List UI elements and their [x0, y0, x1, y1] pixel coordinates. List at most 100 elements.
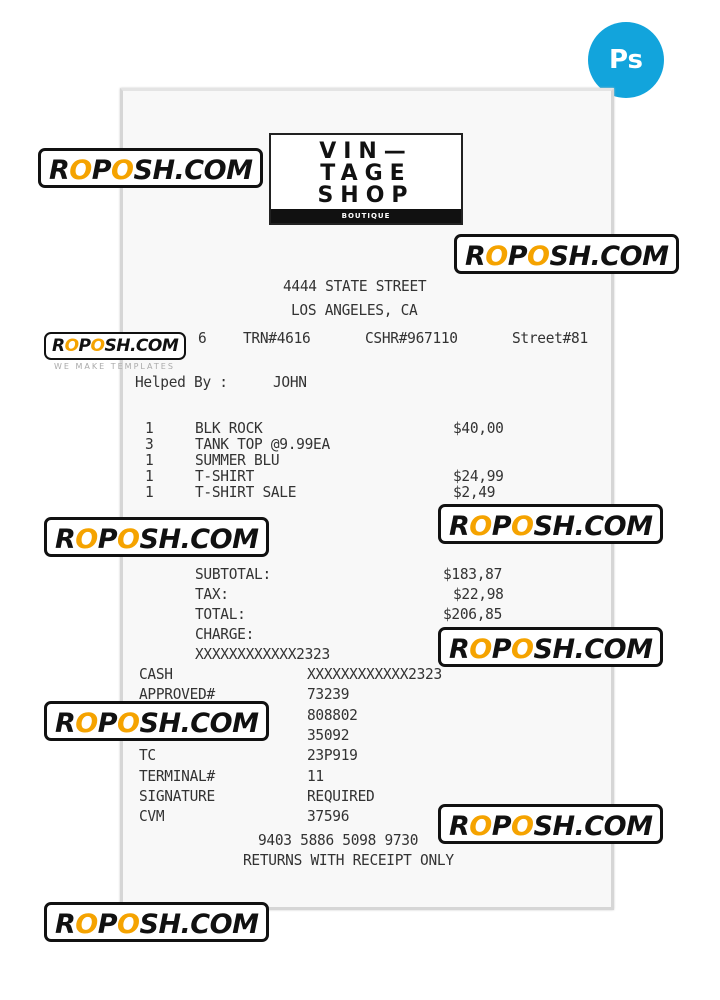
watermark-text: SH.COM	[139, 909, 259, 940]
watermark-text: R	[49, 155, 70, 186]
photoshop-badge: Ps	[588, 22, 664, 98]
helped-by-label: Helped By :	[135, 374, 228, 392]
payment-value: 23P919	[307, 747, 358, 765]
payment-label: APPROVED#	[139, 686, 215, 704]
watermark-text: R	[52, 336, 65, 356]
payment-label: CVM	[139, 808, 165, 826]
roposh-watermark: ROPOSH.COM	[44, 517, 270, 557]
watermark-text: O	[117, 708, 140, 739]
cashier-number: CSHR#967110	[365, 330, 458, 348]
watermark-text: O	[75, 524, 98, 555]
watermark-text: P	[97, 708, 118, 739]
roposh-watermark: ROPOSH.COM	[454, 234, 680, 274]
watermark-text: SH.COM	[549, 241, 669, 272]
watermark-text: O	[527, 241, 550, 272]
watermark-text: R	[55, 524, 76, 555]
roposh-watermark: ROPOSH.COM	[438, 504, 664, 544]
payment-value: 11	[307, 768, 324, 785]
tax-value: $22,98	[453, 586, 504, 604]
charge-label: CHARGE:	[195, 626, 255, 644]
watermark-text: O	[469, 811, 492, 842]
returns-note: RETURNS WITH RECEIPT ONLY	[243, 852, 454, 870]
watermark-text: SH.COM	[104, 336, 179, 356]
logo-line: SHOP	[317, 183, 415, 208]
subtotal-label: SUBTOTAL:	[195, 566, 271, 584]
tax-label: TAX:	[195, 586, 229, 604]
item-price: $2,49	[453, 484, 496, 502]
helped-by-name: JOHN	[273, 374, 307, 392]
roposh-watermark: ROPOSH.COM	[438, 627, 664, 667]
payment-label: TERMINAL#	[139, 768, 215, 785]
item-desc: SUMMER BLU	[195, 452, 280, 470]
roposh-watermark: ROPOSH.COM	[44, 902, 270, 942]
barcode-number: 9403 5886 5098 9730	[258, 832, 419, 850]
watermark-text: O	[75, 708, 98, 739]
charge-card: XXXXXXXXXXXX2323	[195, 646, 330, 664]
item-qty: 1	[145, 468, 154, 486]
receipt: VIN— TAGE SHOP BOUTIQUE 4444 STATE STREE…	[120, 88, 614, 910]
roposh-watermark: ROPOSH.COM	[438, 804, 664, 844]
watermark-tagline: WE MAKE TEMPLATES	[54, 362, 175, 371]
watermark-text: O	[69, 155, 92, 186]
watermark-text: P	[97, 909, 118, 940]
watermark-text: R	[449, 511, 470, 542]
roposh-watermark: ROPOSH.COM	[44, 332, 187, 360]
street-number: Street#81	[512, 330, 588, 348]
watermark-text: O	[485, 241, 508, 272]
watermark-text: O	[511, 634, 534, 665]
watermark-text: O	[75, 909, 98, 940]
watermark-text: SH.COM	[533, 511, 653, 542]
payment-label: CASH	[139, 666, 173, 684]
watermark-text: O	[469, 634, 492, 665]
watermark-text: R	[465, 241, 486, 272]
watermark-text: P	[507, 241, 528, 272]
watermark-text: O	[64, 336, 79, 356]
watermark-text: O	[511, 511, 534, 542]
subtotal-value: $183,87	[443, 566, 503, 584]
watermark-text: SH.COM	[533, 634, 653, 665]
transaction-number: TRN#4616	[243, 330, 311, 348]
address-city: LOS ANGELES, CA	[291, 302, 418, 320]
item-qty: 3	[145, 436, 154, 454]
watermark-text: O	[111, 155, 134, 186]
item-qty: 1	[145, 452, 154, 470]
watermark-text: P	[91, 155, 112, 186]
total-label: TOTAL:	[195, 606, 246, 624]
watermark-text: R	[55, 909, 76, 940]
item-qty: 1	[145, 484, 154, 502]
watermark-text: R	[449, 634, 470, 665]
total-value: $206,85	[443, 606, 503, 624]
store-logo: VIN— TAGE SHOP BOUTIQUE	[269, 133, 463, 225]
payment-label: SIGNATURE	[139, 788, 215, 806]
payment-label: TC	[139, 747, 156, 765]
payment-value: REQUIRED	[307, 788, 375, 806]
watermark-text: P	[97, 524, 118, 555]
watermark-text: O	[469, 511, 492, 542]
logo-line: TAGE	[320, 161, 412, 186]
watermark-text: P	[78, 336, 91, 356]
payment-value: 73239	[307, 686, 350, 704]
watermark-text: O	[90, 336, 105, 356]
watermark-text: SH.COM	[133, 155, 253, 186]
watermark-text: R	[449, 811, 470, 842]
payment-value: 37596	[307, 808, 350, 826]
watermark-text: O	[117, 524, 140, 555]
watermark-text: SH.COM	[139, 524, 259, 555]
roposh-watermark: ROPOSH.COM	[44, 701, 270, 741]
logo-band: BOUTIQUE	[271, 209, 461, 223]
payment-value: XXXXXXXXXXXX2323	[307, 666, 442, 684]
watermark-text: SH.COM	[139, 708, 259, 739]
watermark-text: R	[55, 708, 76, 739]
watermark-text: P	[491, 811, 512, 842]
address-street: 4444 STATE STREET	[283, 278, 427, 296]
watermark-text: SH.COM	[533, 811, 653, 842]
watermark-text: O	[511, 811, 534, 842]
item-qty: 1	[145, 420, 154, 438]
item-desc: T-SHIRT SALE	[195, 484, 297, 502]
item-desc: BLK ROCK	[195, 420, 263, 438]
item-price: $24,99	[453, 468, 504, 486]
watermark-text: P	[491, 634, 512, 665]
payment-value: 35092	[307, 727, 350, 745]
item-desc: TANK TOP @9.99EA	[195, 436, 330, 454]
item-price: $40,00	[453, 420, 504, 438]
